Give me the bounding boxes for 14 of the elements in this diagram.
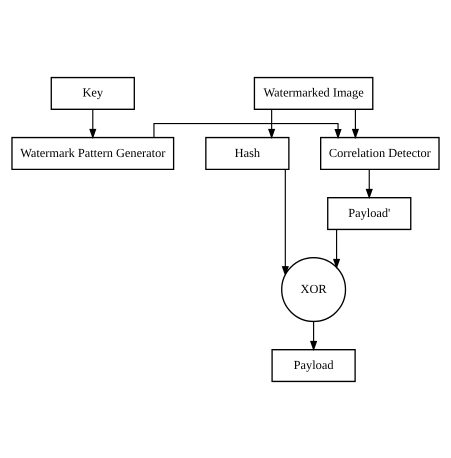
node-box: Correlation Detector	[320, 136, 440, 170]
arrow	[268, 109, 276, 139]
node-box: Payload'	[327, 196, 412, 230]
node-box: Hash	[205, 136, 290, 170]
node-box: Payload	[271, 348, 356, 382]
arrow	[310, 321, 318, 351]
arrow	[366, 169, 373, 199]
node-box: Watermarked Image	[254, 76, 374, 110]
arrow	[352, 109, 359, 139]
node-box: Key	[50, 76, 135, 110]
arrow	[282, 169, 289, 276]
arrow	[333, 229, 340, 269]
node-box: Watermark Pattern Generator	[11, 136, 174, 170]
arrow	[89, 109, 96, 139]
